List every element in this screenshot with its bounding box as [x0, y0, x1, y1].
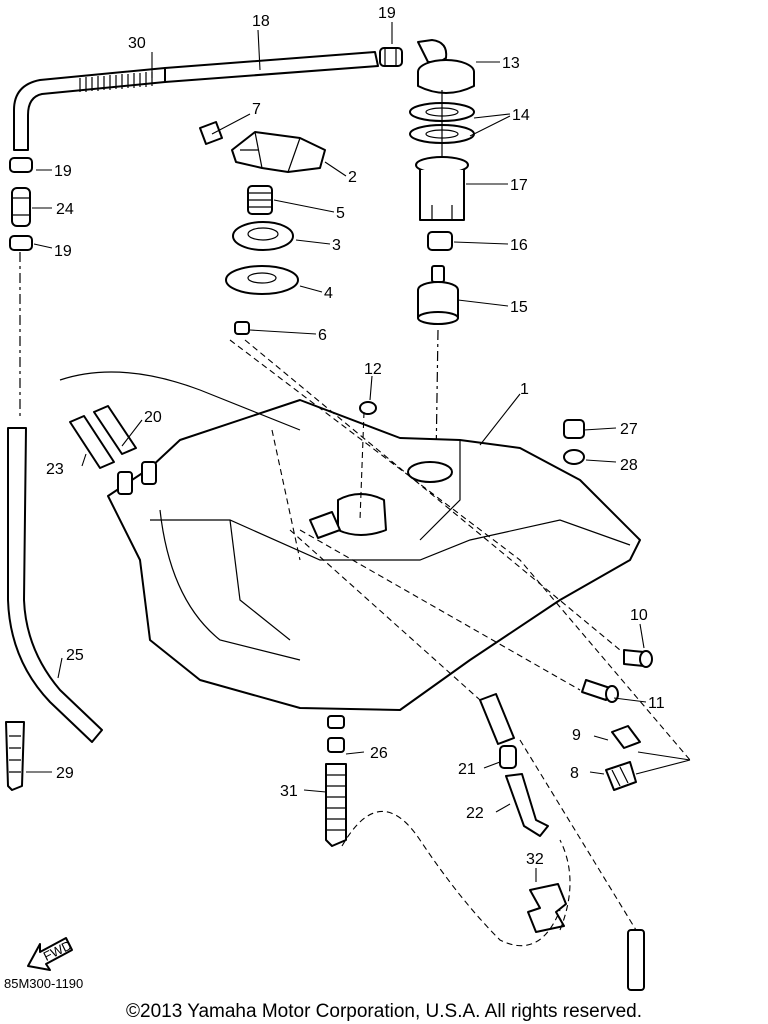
callout-4: 4 [324, 285, 333, 302]
callout-10: 10 [630, 607, 648, 624]
damper-27[interactable] [563, 419, 585, 439]
fwd-arrow-icon: FWD [27, 937, 74, 971]
callout-32: 32 [526, 851, 544, 868]
joint-21[interactable] [499, 745, 517, 769]
hose-upper-21[interactable] [479, 693, 515, 745]
band-29[interactable] [5, 721, 25, 791]
callout-1: 1 [520, 381, 529, 398]
callout-31: 31 [280, 783, 298, 800]
callout-28: 28 [620, 457, 638, 474]
hose-end[interactable] [627, 929, 645, 991]
callout-25: 25 [66, 647, 84, 664]
nut-6[interactable] [234, 321, 250, 335]
fuel-tank-1[interactable] [59, 371, 641, 711]
callout-16: 16 [510, 237, 528, 254]
hose-31[interactable] [325, 763, 347, 847]
callout-17: 17 [510, 177, 528, 194]
parts-diagram: 1 2 3 4 5 6 7 8 9 10 11 12 13 14 15 16 1… [4, 5, 691, 991]
callout-15: 15 [510, 299, 528, 316]
callout-2: 2 [348, 169, 357, 186]
clip-9[interactable] [611, 725, 641, 749]
callout-21: 21 [458, 761, 476, 778]
callout-23: 23 [46, 461, 64, 478]
callout-20: 20 [144, 409, 162, 426]
callout-29: 29 [56, 765, 74, 782]
grommet-26-upper[interactable] [327, 715, 345, 729]
filter-15[interactable] [417, 265, 459, 325]
pipe-17[interactable] [415, 156, 469, 221]
callout-11: 11 [648, 695, 665, 712]
callout-5: 5 [336, 205, 345, 222]
copyright-notice: ©2013 Yamaha Motor Corporation, U.S.A. A… [126, 1001, 642, 1022]
callout-19-upper: 19 [54, 163, 72, 180]
cap-13[interactable] [417, 39, 475, 94]
clamp-16[interactable] [427, 231, 453, 251]
drawing-number: 85M300-1190 [4, 976, 83, 991]
clip-32[interactable] [527, 883, 567, 933]
bolt-10[interactable] [623, 649, 653, 668]
fwd-label: FWD [41, 937, 74, 963]
callout-30: 30 [128, 35, 146, 52]
cap-2[interactable] [231, 131, 326, 173]
hose-22[interactable] [505, 773, 549, 837]
gasket-3[interactable] [232, 221, 294, 251]
clamp-19-left-upper[interactable] [9, 157, 33, 173]
callout-13: 13 [502, 55, 520, 72]
callout-18: 18 [252, 13, 270, 30]
callout-6: 6 [318, 327, 327, 344]
callout-24: 24 [56, 201, 74, 218]
hose-23[interactable] [69, 415, 115, 469]
callout-19-top: 19 [378, 5, 396, 22]
clamp-8[interactable] [605, 761, 637, 791]
callout-22: 22 [466, 805, 484, 822]
grommet-12[interactable] [359, 401, 377, 415]
breather-hose-30[interactable] [13, 67, 166, 151]
callout-3: 3 [332, 237, 341, 254]
callout-leaders [26, 22, 691, 882]
bolt-11[interactable] [581, 679, 619, 703]
spring-5[interactable] [247, 185, 273, 215]
callout-27: 27 [620, 421, 638, 438]
routing-lines [229, 339, 691, 947]
callout-14: 14 [512, 107, 530, 124]
hose-25[interactable] [7, 427, 103, 743]
callout-19-lower: 19 [54, 243, 72, 260]
callout-7: 7 [252, 101, 261, 118]
clamp-19-top[interactable] [379, 47, 403, 67]
breather-hose-18[interactable] [164, 51, 379, 83]
damper-28[interactable] [563, 449, 585, 465]
clamp-19-left-lower[interactable] [9, 235, 33, 251]
callout-26: 26 [370, 745, 388, 762]
packing-4[interactable] [225, 265, 299, 295]
callout-8: 8 [570, 765, 579, 782]
callout-12: 12 [364, 361, 382, 378]
callout-9: 9 [572, 727, 581, 744]
joint-24[interactable] [11, 187, 31, 227]
clamp-26[interactable] [327, 737, 345, 753]
screw-7[interactable] [199, 121, 223, 145]
